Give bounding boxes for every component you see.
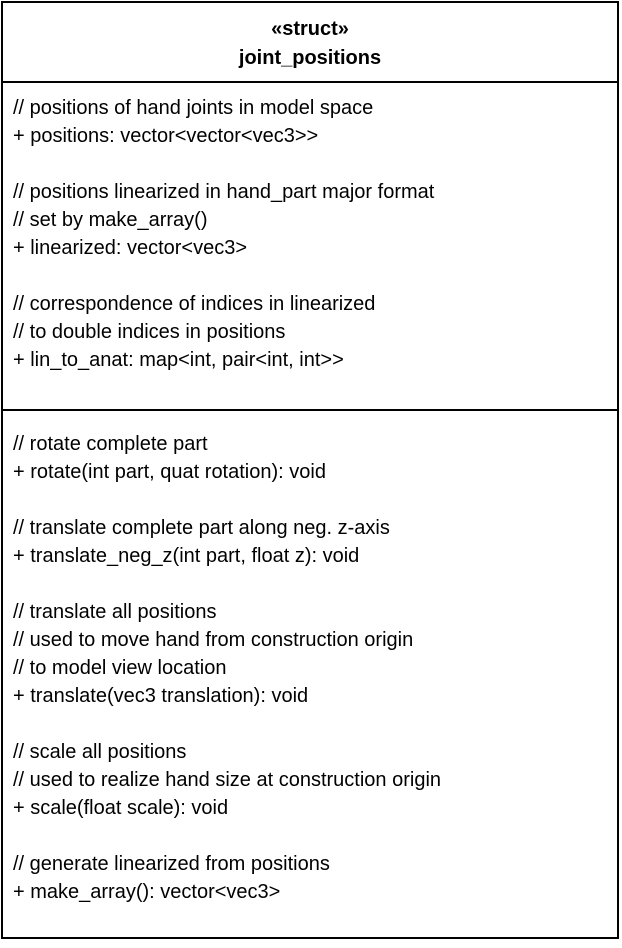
operation-rotate: + rotate(int part, quat rotation): void [13, 461, 326, 483]
attribute-comment: // set by make_array() [13, 209, 208, 231]
class-name: joint_positions [238, 47, 382, 69]
operation-translate: + translate(vec3 translation): void [13, 685, 309, 707]
operation-comment: // rotate complete part [13, 433, 208, 455]
attribute-linearized: + linearized: vector<vec3> [13, 237, 248, 259]
operation-translate-neg-z: + translate_neg_z(int part, float z): vo… [13, 545, 360, 567]
operation-comment: // translate complete part along neg. z-… [13, 517, 390, 539]
attribute-lin-to-anat: + lin_to_anat: map<int, pair<int, int>> [13, 349, 344, 371]
operation-comment: // used to realize hand size at construc… [13, 769, 442, 791]
operations-compartment: // rotate complete part + rotate(int par… [3, 411, 617, 939]
attribute-comment: // positions of hand joints in model spa… [13, 97, 374, 119]
attribute-comment: // positions linearized in hand_part maj… [13, 181, 435, 203]
attribute-comment: // correspondence of indices in lineariz… [13, 293, 376, 315]
operation-comment: // to model view location [13, 657, 227, 679]
operation-comment: // scale all positions [13, 741, 187, 763]
operation-comment: // translate all positions [13, 601, 217, 623]
attributes-compartment: // positions of hand joints in model spa… [3, 83, 617, 411]
operation-comment: // generate linearized from positions [13, 853, 330, 875]
class-stereotype: «struct» [271, 18, 349, 40]
operation-make-array: + make_array(): vector<vec3> [13, 881, 281, 903]
attribute-comment: // to double indices in positions [13, 321, 286, 343]
class-header: «struct» joint_positions [3, 3, 617, 83]
operation-scale: + scale(float scale): void [13, 797, 229, 819]
attribute-positions: + positions: vector<vector<vec3>> [13, 125, 319, 147]
operation-comment: // used to move hand from construction o… [13, 629, 414, 651]
